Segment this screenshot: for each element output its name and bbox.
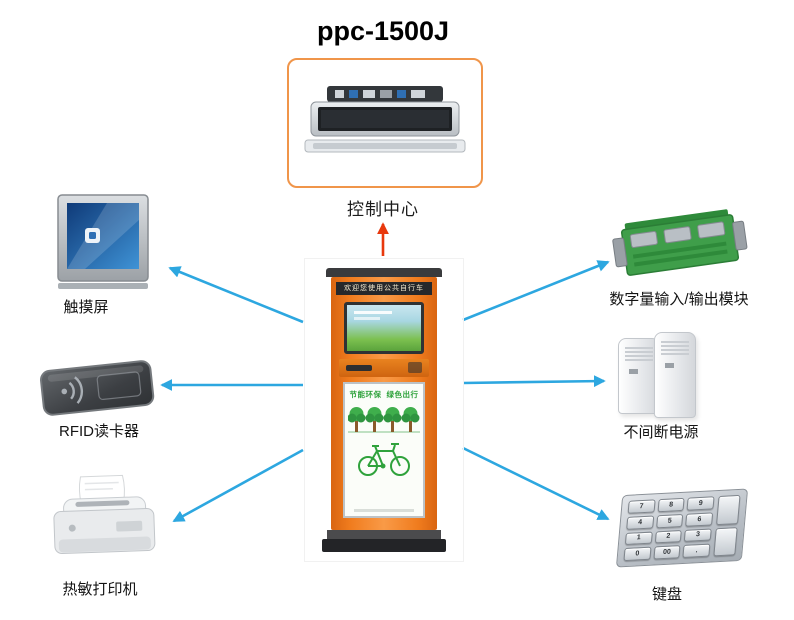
ups-tower-back xyxy=(618,338,660,414)
metal-keypad: 7 8 9 4 5 6 1 2 3 0 00 . xyxy=(615,488,749,568)
kiosk-body: 欢迎您使用公共自行车 节能环保绿色出行 xyxy=(331,277,437,530)
keypad-side-keys xyxy=(713,494,741,557)
keypad-side-key xyxy=(713,526,738,557)
arrow-to-thermal-printer xyxy=(172,448,304,523)
rfid-reader-image xyxy=(39,360,155,416)
control-center-box xyxy=(287,58,483,188)
ups-device xyxy=(616,330,728,422)
arrow-to-keyboard xyxy=(462,446,610,521)
keypad-key: 4 xyxy=(626,515,654,530)
thermal-printer-label: 热敏打印机 xyxy=(62,581,138,598)
keypad-key: 7 xyxy=(627,499,656,514)
keypad-key: 0 xyxy=(623,546,652,562)
bicycle-icon xyxy=(358,443,410,476)
control-center-label: 控制中心 xyxy=(347,200,419,219)
poster-slogan: 节能环保绿色出行 xyxy=(345,389,423,400)
keypad-key: 1 xyxy=(624,531,653,546)
rfid-reader-label: RFID读卡器 xyxy=(59,423,139,440)
keypad-digit-grid: 7 8 9 4 5 6 1 2 3 0 00 . xyxy=(623,496,715,562)
keyboard-device: 7 8 9 4 5 6 1 2 3 0 00 . xyxy=(612,488,752,574)
touch-screen-label: 触摸屏 xyxy=(63,299,109,316)
trees-icon xyxy=(348,407,420,433)
touch-screen-image xyxy=(57,194,149,289)
keypad-key: 5 xyxy=(655,513,684,528)
digital-io-module-image xyxy=(612,209,748,276)
arrow-to-digital-io-module xyxy=(462,260,610,322)
contactless-icon xyxy=(61,376,84,404)
poster-footer-bar xyxy=(354,509,414,512)
digital-io-module-label: 数字量输入/输出模块 xyxy=(609,291,749,308)
thermal-printer-image xyxy=(53,474,156,555)
kiosk-console xyxy=(339,359,429,377)
slogan-left: 节能环保 xyxy=(349,390,382,399)
digital-io-module-device xyxy=(610,202,750,288)
rfid-reader-device xyxy=(36,356,158,418)
touch-screen-device xyxy=(55,192,151,292)
kiosk-ad-poster: 节能环保绿色出行 xyxy=(343,382,425,518)
kiosk-base xyxy=(322,539,446,552)
arrow-to-ups xyxy=(462,375,606,388)
keypad-side-key xyxy=(716,494,741,525)
keypad-key: 9 xyxy=(686,496,715,511)
screen-text-bar xyxy=(354,311,392,314)
kiosk-header-banner: 欢迎您使用公共自行车 xyxy=(336,282,432,295)
ups-label: 不间断电源 xyxy=(623,424,699,441)
kiosk-roof xyxy=(326,268,442,277)
arrow-to-touch-screen xyxy=(168,266,304,324)
kiosk-upper-screen xyxy=(344,302,424,354)
ups-tower-front xyxy=(654,332,696,418)
keypad-key: 6 xyxy=(685,512,714,527)
keypad-key: 8 xyxy=(657,497,685,513)
card-slot xyxy=(346,365,372,371)
panel-pc-image xyxy=(304,86,466,153)
slogan-right: 绿色出行 xyxy=(386,390,419,399)
page-title: ppc-1500J xyxy=(316,16,450,46)
reader-pad xyxy=(408,362,422,373)
keypad-key: 3 xyxy=(684,527,712,543)
thermal-printer-device xyxy=(48,470,162,570)
bike-kiosk: 欢迎您使用公共自行车 节能环保绿色出行 xyxy=(304,258,464,562)
kiosk-base-step xyxy=(327,530,441,539)
keypad-key: 2 xyxy=(654,529,683,544)
keypad-key: . xyxy=(682,543,711,559)
screen-text-bar xyxy=(354,317,380,320)
keyboard-label: 键盘 xyxy=(651,586,682,603)
keypad-key: 00 xyxy=(653,545,681,560)
